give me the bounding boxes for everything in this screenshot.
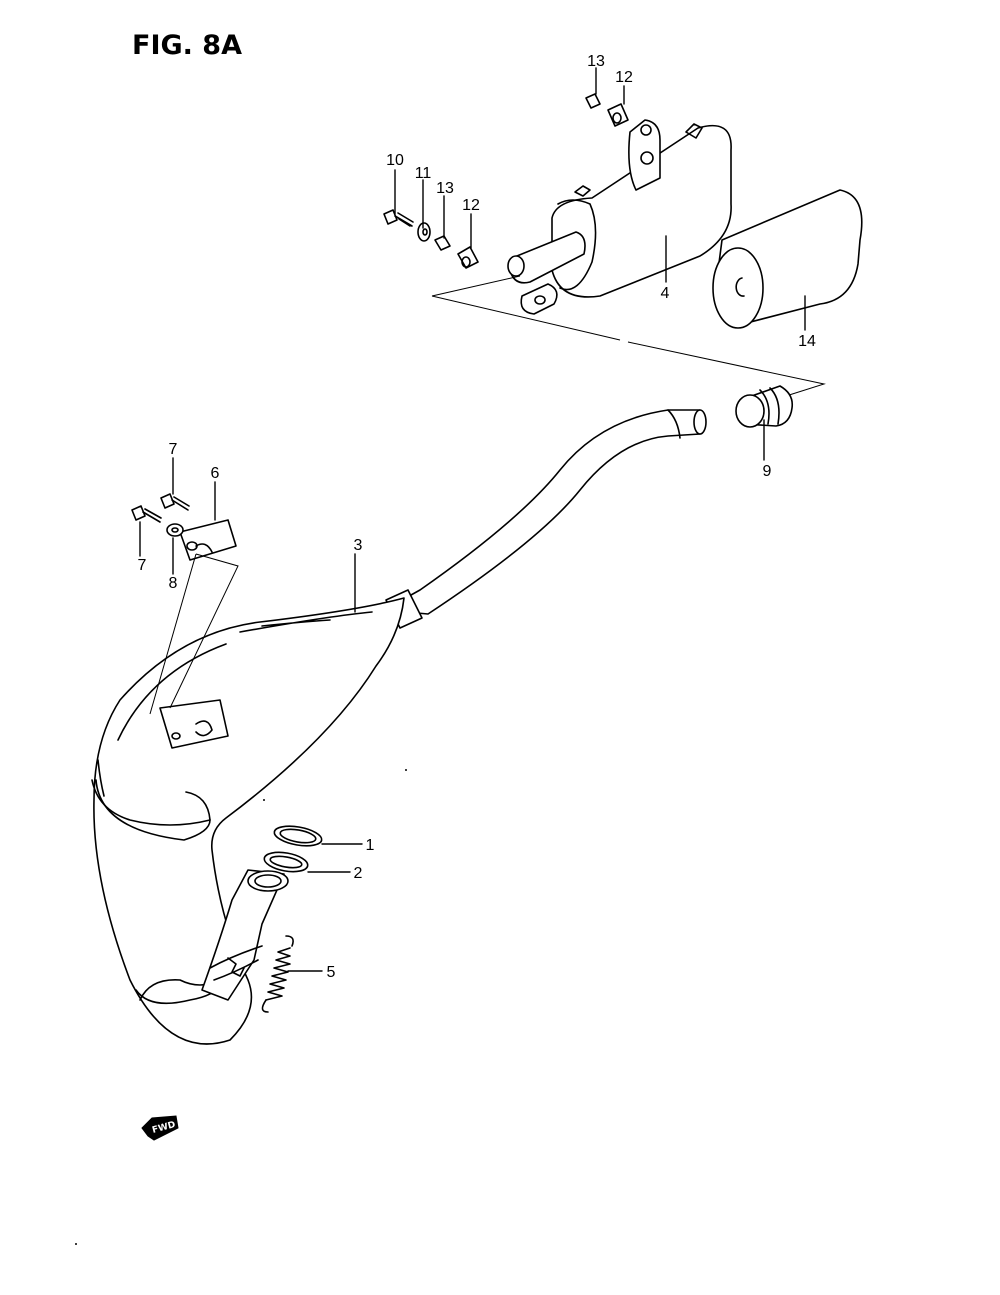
silencer	[507, 119, 732, 315]
callout-8: 8	[169, 575, 178, 592]
assembly-line-bracket	[149, 553, 239, 715]
callout-13-upper: 13	[587, 53, 605, 70]
bracket-6	[179, 519, 237, 561]
washer-11	[417, 222, 431, 242]
callout-3: 3	[354, 537, 363, 554]
spring-5	[261, 935, 294, 1013]
exhaust-pipe	[91, 409, 707, 1045]
callout-11: 11	[415, 165, 432, 182]
fwd-arrow-icon: FWD	[141, 1115, 179, 1141]
callout-1: 1	[366, 837, 375, 854]
callout-7-upper: 7	[169, 441, 178, 458]
washer-8	[166, 523, 184, 537]
callout-7-lower: 7	[138, 557, 147, 574]
silencer-packing	[712, 189, 863, 329]
sleeve-9	[735, 385, 794, 428]
callout-12-lower: 12	[462, 197, 480, 214]
collar-13-upper	[585, 93, 601, 109]
bolt-7-upper	[160, 493, 190, 511]
callout-6: 6	[211, 465, 220, 482]
bolt-10	[383, 209, 414, 227]
callout-13-lower: 13	[436, 180, 454, 197]
callout-5: 5	[327, 964, 336, 981]
callout-12-upper: 12	[615, 69, 633, 86]
leader-lines	[139, 67, 806, 972]
callout-10: 10	[386, 152, 404, 169]
callout-9: 9	[763, 463, 772, 480]
grommet-12-upper	[607, 103, 629, 127]
assembly-line-silencer	[431, 275, 826, 397]
bolt-7-lower	[131, 505, 162, 523]
callout-14: 14	[798, 333, 816, 350]
callout-4: 4	[661, 285, 670, 302]
gasket-1	[273, 825, 323, 847]
callout-2: 2	[354, 865, 363, 882]
figure-title: FIG. 8A	[132, 30, 242, 61]
grommet-12-lower	[457, 246, 479, 269]
collar-13-lower	[434, 235, 451, 251]
